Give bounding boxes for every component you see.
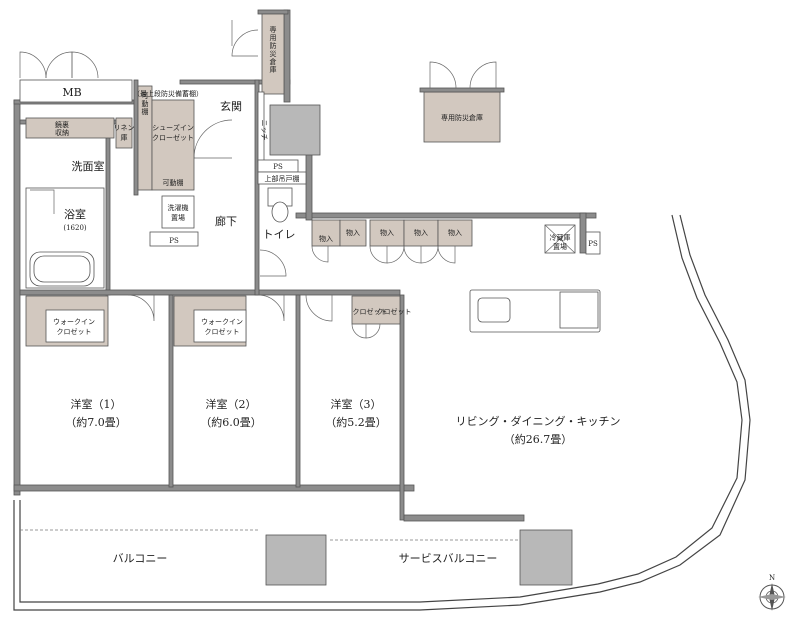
shoes-in-closet: 可動棚 シューズイン クローゼット 可動棚 （最上段防災備蓄棚） xyxy=(133,85,203,191)
linen-storage-label-1: 鏡裏 xyxy=(55,120,69,129)
storage-row: 物入 物入 物入 物入 物入 xyxy=(311,219,473,264)
room3-name: 洋室（3） xyxy=(331,397,382,411)
washroom: 鏡裏 収納 リネン 庫 洗面室 洗濯機 置場 PS xyxy=(25,117,199,247)
linen-storage-label-2: 収納 xyxy=(55,128,69,137)
ldk-size: （約26.7畳） xyxy=(504,432,573,446)
shoes-in-label-1: シューズイン xyxy=(152,123,194,132)
corridor-label: 廊下 xyxy=(215,214,237,228)
linen-closet-label-1: リネン xyxy=(114,124,135,132)
movable-shelf-3-label: 可動棚 xyxy=(163,178,184,187)
room2-name: 洋室（2） xyxy=(206,397,257,411)
shoes-in-label-2: クローゼット xyxy=(152,133,194,142)
north-arrow: N xyxy=(758,574,786,611)
room1-name: 洋室（1） xyxy=(71,397,122,411)
niche-label: ニッチ xyxy=(260,120,268,141)
room3-size: （約5.2畳） xyxy=(325,415,387,429)
bathroom: 浴室 (1620) xyxy=(25,187,105,289)
storage-item-1: 物入 xyxy=(319,234,333,243)
laundry-label-1: 洗濯機 xyxy=(168,203,189,212)
movable-shelf-2-label: （最上段防災備蓄棚） xyxy=(133,89,203,98)
storage-item-2: 物入 xyxy=(346,228,360,237)
balcony-outline xyxy=(13,214,751,611)
balcony-label: バルコニー xyxy=(113,552,168,565)
room-3: クロゼット クロゼット 洋室（3） （約5.2畳） xyxy=(305,294,412,429)
service-balcony-label: サービスバルコニー xyxy=(399,552,498,565)
balcony-area: バルコニー サービスバルコニー xyxy=(113,529,573,586)
mb-box: MB xyxy=(19,79,133,103)
movable-shelf-1-label: 可動棚 xyxy=(142,92,149,116)
entrance-label: 玄関 xyxy=(220,99,242,113)
room2-size: （約6.0畳） xyxy=(200,415,262,429)
ldk: リビング・ダイニング・キッチン （約26.7畳） xyxy=(456,414,621,446)
walkin-2-label-b: クロゼット xyxy=(205,327,240,336)
closet-3-label: クロゼット xyxy=(353,307,388,316)
storage-item-5: 物入 xyxy=(448,228,462,237)
private-storage-top: 専用防災倉庫 xyxy=(231,13,285,95)
closet-small-label: クロゼット xyxy=(377,307,412,316)
storage-item-4: 物入 xyxy=(414,228,428,237)
washroom-label: 洗面室 xyxy=(72,159,105,173)
walkin-2-label-a: ウォークイン xyxy=(201,318,243,326)
room1-size: （約7.0畳） xyxy=(65,415,127,429)
bathroom-size-label: (1620) xyxy=(63,224,87,232)
ps-label-1: PS xyxy=(273,163,283,171)
storage-item-3: 物入 xyxy=(380,228,394,237)
ldk-name: リビング・ダイニング・キッチン xyxy=(456,414,621,428)
fridge-label-2: 置場 xyxy=(553,242,567,251)
ps-label-3: PS xyxy=(588,240,598,248)
storage-top-label: 専用防災倉庫 xyxy=(270,25,277,74)
fridge-area: 冷蔵庫 置場 PS xyxy=(544,224,601,255)
walkin-1-label-b: クロゼット xyxy=(57,327,92,336)
room-1: ウォークイン クロゼット 洋室（1） （約7.0畳） xyxy=(25,294,155,429)
bathroom-label: 浴室 xyxy=(64,207,86,221)
fridge-label-1: 冷蔵庫 xyxy=(550,233,571,242)
ps-label-2: PS xyxy=(169,237,179,245)
north-label: N xyxy=(769,574,775,582)
mb-label: MB xyxy=(62,86,81,99)
storage-private-right-label: 専用防災倉庫 xyxy=(441,113,483,122)
private-storage-right: 専用防災倉庫 xyxy=(419,61,505,143)
upper-shelf-label: 上部吊戸棚 xyxy=(265,174,300,183)
room-2: ウォークイン クロゼット 洋室（2） （約6.0畳） xyxy=(173,294,285,429)
linen-closet-label-2: 庫 xyxy=(121,133,128,142)
laundry-label-2: 置場 xyxy=(171,213,185,222)
top-left-doors xyxy=(19,51,99,79)
corridor-toilet: 廊下 トイレ xyxy=(215,187,296,277)
kitchen-island xyxy=(469,289,601,333)
toilet-label: トイレ xyxy=(263,228,296,241)
entrance-area: 玄関 ニッチ PS 上部吊戸棚 xyxy=(193,91,321,185)
walkin-1-label-a: ウォークイン xyxy=(53,318,95,326)
